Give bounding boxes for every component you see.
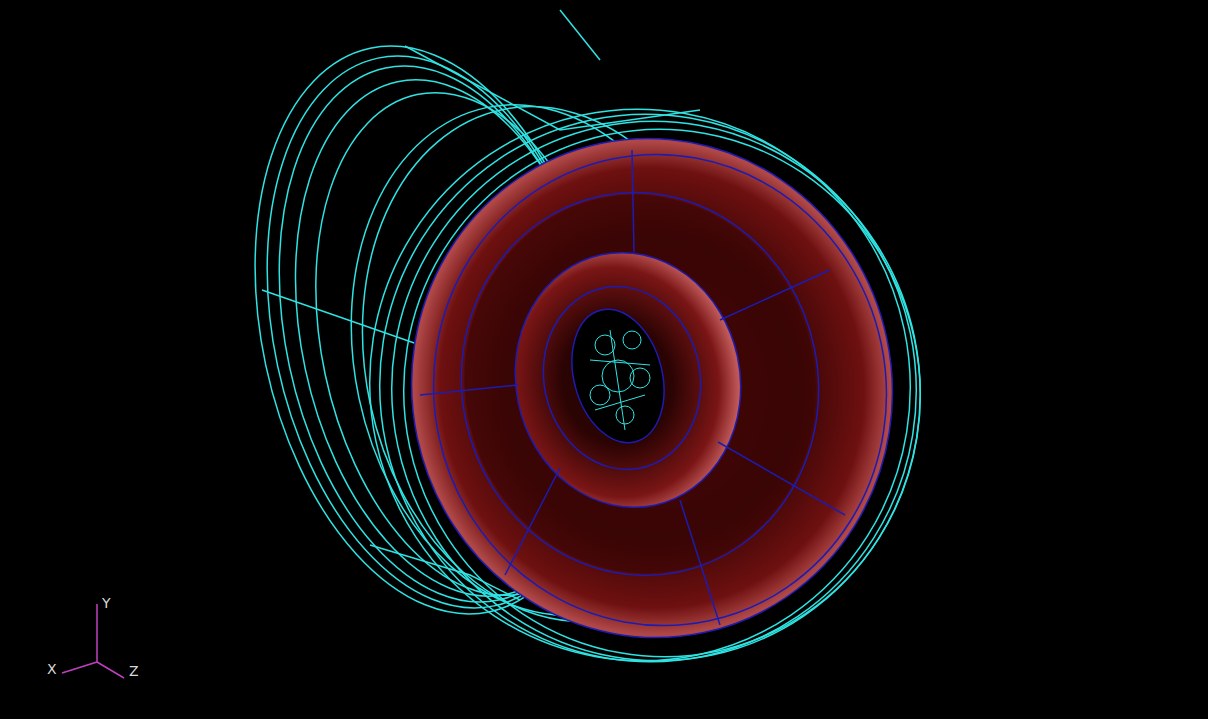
- rim-wireframe: [206, 10, 971, 712]
- surface-edges: [365, 94, 938, 683]
- axis-triad: [62, 604, 124, 678]
- axis-label: X: [47, 662, 57, 676]
- hub: [492, 232, 764, 529]
- axis-label: Z: [129, 664, 139, 678]
- wheel-disc: [365, 94, 938, 683]
- hub-wireframe: [590, 330, 650, 430]
- axis-label: Y: [102, 596, 111, 610]
